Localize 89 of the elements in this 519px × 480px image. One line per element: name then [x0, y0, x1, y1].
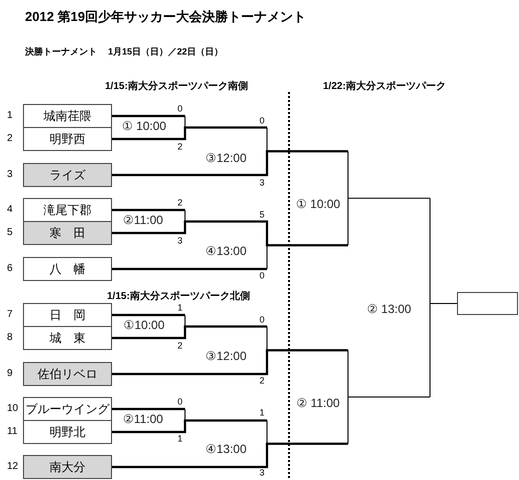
score: 0 — [260, 316, 264, 324]
final-box — [457, 292, 518, 315]
score: 3 — [260, 468, 264, 478]
subtitle: 決勝トーナメント — [25, 48, 97, 56]
match-time: ①10:00 — [123, 319, 165, 331]
bracket-line — [266, 349, 348, 352]
match-time: ②11:00 — [122, 214, 164, 226]
seed-number: 5 — [7, 228, 13, 238]
seed-number: 12 — [7, 462, 18, 472]
bracket-line — [266, 326, 268, 351]
score: 0 — [260, 116, 264, 126]
match-time: ① 10:00 — [296, 198, 340, 210]
match-time: ① 10:00 — [122, 120, 166, 132]
seed-number: 10 — [7, 404, 18, 414]
bracket-line — [184, 325, 267, 328]
score: 5 — [260, 210, 264, 220]
bracket-line — [348, 396, 430, 398]
team-name: 南大分 — [50, 461, 86, 473]
team-name: 城南荏隈 — [44, 110, 92, 122]
bracket-line — [184, 419, 267, 422]
title: 2012 第19回少年サッカー大会決勝トーナメント — [25, 10, 306, 23]
bracket-line — [184, 116, 186, 128]
team-name: 日 岡 — [50, 309, 86, 321]
match-time: ③12:00 — [205, 350, 247, 362]
bracket-line — [348, 198, 430, 199]
date-range: 1月15日（日）／22日（日） — [108, 48, 224, 56]
match-time: ② 11:00 — [296, 397, 340, 409]
bracket-line — [430, 303, 458, 304]
team-name: 寒 田 — [50, 227, 86, 239]
seed-number: 7 — [7, 310, 13, 320]
match-time: ②11:00 — [122, 413, 164, 425]
bracket-line — [266, 442, 348, 445]
score: 1 — [178, 434, 182, 444]
venue-heading: 1/15:南大分スポーツパーク北側 — [107, 292, 250, 302]
bracket-line — [112, 350, 268, 376]
match-time: ④13:00 — [205, 245, 247, 257]
seed-number: 6 — [7, 264, 13, 274]
team-name: 佐伯リベロ — [38, 368, 98, 380]
score: 2 — [178, 342, 182, 350]
score: 2 — [178, 142, 182, 152]
team-name: 明野北 — [50, 426, 86, 438]
score: 2 — [260, 376, 264, 386]
seed-number: 9 — [7, 369, 13, 379]
score: 0 — [178, 104, 182, 114]
bracket-line — [112, 151, 268, 176]
score: 3 — [178, 236, 182, 246]
bracket-line — [112, 208, 185, 212]
team-name: 明野西 — [50, 133, 86, 145]
match-time: ④13:00 — [205, 443, 247, 455]
seed-number: 1 — [7, 111, 13, 121]
score: 2 — [178, 198, 182, 208]
bracket-line — [266, 244, 268, 270]
match-time: ③12:00 — [205, 152, 247, 164]
bracket-line — [112, 114, 185, 118]
bracket-line — [112, 326, 186, 340]
bracket-line — [112, 314, 185, 316]
bracket-line — [184, 314, 186, 327]
bracket-line — [112, 128, 186, 140]
bracket-line — [112, 268, 267, 270]
bracket-line — [266, 127, 268, 152]
bracket-line — [112, 420, 186, 434]
team-name: ブルーウイング — [26, 403, 110, 415]
bracket-line — [184, 408, 186, 421]
bracket-line — [184, 210, 186, 222]
score: 3 — [260, 178, 264, 188]
venue-heading: 1/22:南大分スポーツパーク — [323, 82, 446, 92]
team-name: ライズ — [50, 169, 86, 181]
score: 1 — [178, 304, 182, 312]
seed-number: 4 — [7, 205, 13, 215]
team-name: 八 幡 — [50, 263, 86, 275]
seed-number: 11 — [7, 427, 18, 437]
bracket-line — [266, 244, 348, 246]
score: 1 — [260, 408, 264, 418]
match-time: ② 13:00 — [366, 303, 412, 315]
score: 0 — [260, 272, 264, 280]
venue-heading: 1/15:南大分スポーツパーク南側 — [105, 82, 248, 92]
bracket-line — [266, 150, 348, 152]
seed-number: 2 — [7, 134, 13, 144]
bracket-line — [112, 408, 185, 410]
bracket-line — [184, 126, 267, 129]
bracket-line — [112, 444, 268, 468]
team-name: 滝尾下郡 — [44, 204, 92, 216]
seed-number: 8 — [7, 333, 13, 343]
bracket-line — [184, 220, 268, 246]
score: 0 — [178, 398, 182, 406]
bracket-line — [112, 222, 186, 234]
seed-number: 3 — [7, 170, 13, 180]
team-name: 城 東 — [50, 332, 86, 344]
bracket-line — [266, 420, 268, 444]
